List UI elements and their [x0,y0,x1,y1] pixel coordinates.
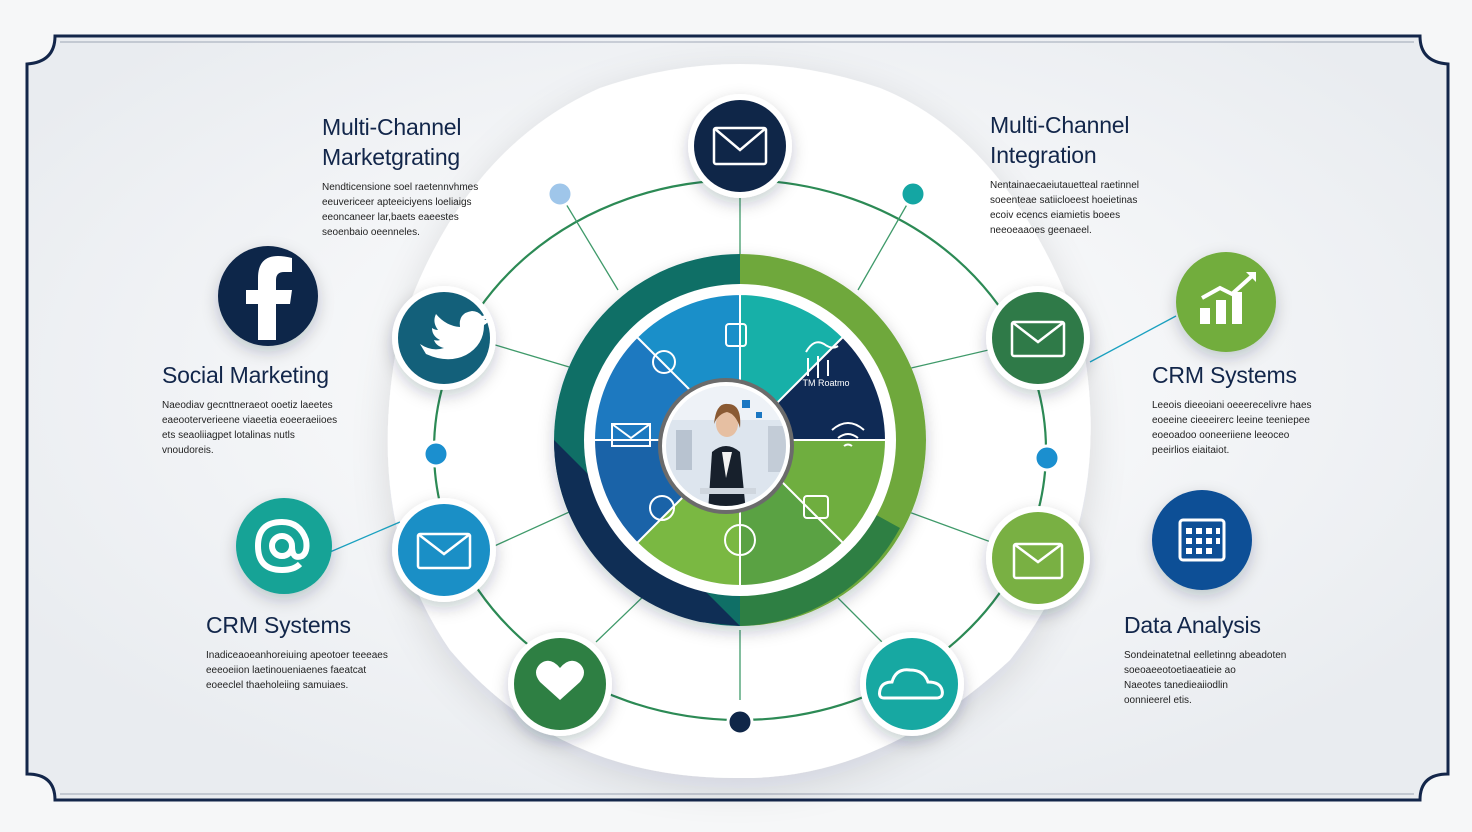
body-line: eeoncaneer lar,baets eaeestes [322,212,459,223]
orbit-icons [392,94,1090,736]
body-line: ets seaoliiagpet lotalinas nutls [162,430,295,441]
body-line: eaeooterverieene viaeetia eoeeraeiioes [162,415,338,426]
heart-icon [536,660,584,700]
body-line: oonnieerel etis. [1124,695,1192,706]
orbit-dot [1033,444,1061,472]
body-line: soeenteae satiicloeest hoeietinas [990,195,1138,206]
location-pin-icon [649,495,675,521]
analytics-figure-icon [805,341,839,378]
hand-pointer-icon [725,323,747,347]
block-title: Multi-Channel Marketgrating [322,112,502,172]
calendar-grid-icon [1178,518,1226,562]
message-icon [724,524,756,556]
block-body: Nentainaecaeiutauetteal raetinnel soeent… [990,178,1180,238]
block-body: Inadiceaoeanhoreiuing apeotoer teeeaes e… [206,648,396,693]
title-line: Data Analysis [1124,612,1261,638]
block-title: Multi-Channel Integration [990,110,1180,170]
body-line: Inadiceaoeanhoreiuing apeotoer teeeaes [206,650,388,661]
mail-glyph-icon [611,423,651,447]
body-line: soeoaeeotoetiaeatieie ao [1124,665,1236,676]
body-line: Naeodiav gecnttneraeot ooetiz laeetes [162,400,333,411]
block-social-marketing: Social Marketing Naeodiav gecnttneraeot … [162,360,362,458]
title-line: Marketgrating [322,144,461,170]
block-title: Social Marketing [162,360,362,390]
block-crm-systems-left: CRM Systems Inadiceaoeanhoreiuing apeoto… [206,610,396,693]
body-line: Naeotes tanedieaiiodlin [1124,680,1228,691]
mail-icon [416,532,472,570]
body-line: Nendticensione soel raetennvhmes [322,182,479,193]
block-title: CRM Systems [1152,360,1332,390]
side-icons [218,246,1276,594]
title-line: CRM Systems [1152,362,1297,388]
cloud-icon [878,668,944,700]
title-line: Multi-Channel [990,112,1130,138]
title-line: Social Marketing [162,362,329,388]
block-multichannel-integration: Multi-Channel Integration Nentainaecaeiu… [990,110,1180,238]
growth-chart-icon [1200,272,1256,324]
title-line: CRM Systems [206,612,351,638]
orbit-dot [546,180,574,208]
body-line: Leeois dieeoiani oeeerecelivre haes [1152,400,1312,411]
orbit-dot [726,708,754,736]
body-line: seoenbaio oeenneles. [322,227,420,238]
body-line: peeirlios eiaitaiot. [1152,445,1230,456]
block-data-analysis: Data Analysis Sondeinatetnal eelletinng … [1124,610,1314,708]
title-line: Multi-Channel [322,114,462,140]
at-sign-icon [254,518,310,574]
body-line: Nentainaecaeiutauetteal raetinnel [990,180,1139,191]
wifi-signal-icon [831,422,865,447]
body-line: vnoudoreis. [162,445,214,456]
facebook-icon [246,256,292,340]
body-line: ecoiv ecencs eiamietis boees [990,210,1121,221]
orbit-dot [422,440,450,468]
block-multichannel-marketing: Multi-Channel Marketgrating Nendticensio… [322,112,502,240]
body-line: eoeoadoo ooneeriiene leeoceo [1152,430,1290,441]
title-line: Integration [990,142,1097,168]
twitter-bird-icon [420,311,491,360]
body-line: eeuvericeer apteeiciyens loeliaigs [322,197,472,208]
mail-icon [712,126,768,166]
pie-caption: TM Roatmo [802,378,849,388]
presenter-photo [666,386,786,506]
chat-bubble-icon [652,350,676,374]
body-line: eoeeclel thaeholeiing samuiaes. [206,680,349,691]
block-body: Leeois dieeoiani oeeerecelivre haes eoee… [1152,398,1332,458]
body-line: neeoeaaoes geenaeel. [990,225,1092,236]
mail-icon [1012,542,1064,580]
body-line: eoeeine cieeeirerc leeine teeniepee [1152,415,1310,426]
block-body: Naeodiav gecnttneraeot ooetiz laeetes ea… [162,398,362,458]
block-body: Sondeinatetnal eelletinng abeadoten soeo… [1124,648,1314,708]
mail-icon [1010,320,1066,358]
orbit-dot [899,180,927,208]
spokes [329,193,1177,700]
central-hub: TM Roatmo [553,254,926,626]
block-title: Data Analysis [1124,610,1314,640]
block-body: Nendticensione soel raetennvhmes eeuveri… [322,180,502,240]
store-icon [803,495,829,519]
body-line: Sondeinatetnal eelletinng abeadoten [1124,650,1287,661]
block-crm-systems-right: CRM Systems Leeois dieeoiani oeeereceliv… [1152,360,1332,458]
body-line: eeeoeiion laetinoueniaenes faeatcat [206,665,367,676]
block-title: CRM Systems [206,610,396,640]
